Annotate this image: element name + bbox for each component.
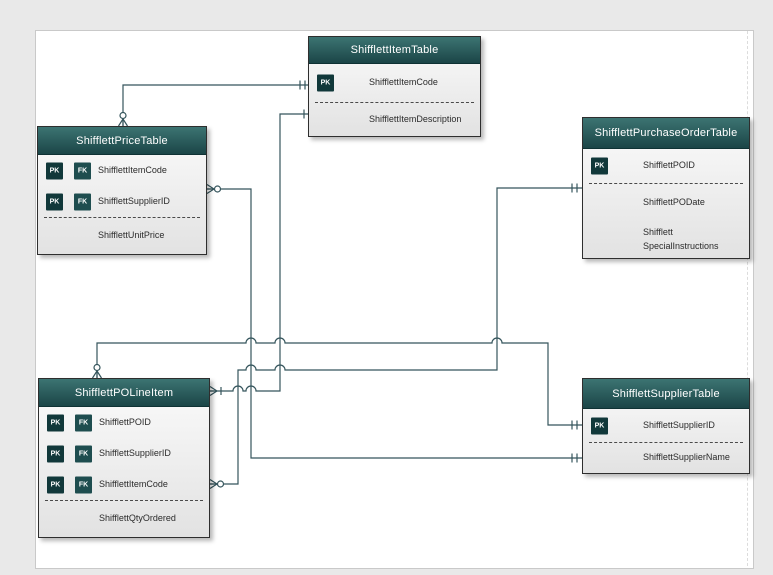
field-label: ShifflettSupplierID (98, 195, 170, 206)
field-label: ShifflettPOID (643, 160, 695, 171)
field-row[interactable]: PK FK ShifflettPOID (39, 407, 209, 438)
field-row[interactable]: ShifflettPODate (583, 184, 749, 221)
relationship-connector-item-polineitem[interactable] (209, 109, 310, 397)
field-row[interactable]: PK FK ShifflettItemCode (38, 155, 206, 186)
pk-badge: PK (46, 193, 63, 210)
field-label: ShifflettItemCode (98, 164, 167, 175)
field-label: ShifflettSupplierID (99, 447, 171, 458)
field-label: ShifflettSupplierID (643, 419, 715, 430)
table-header[interactable]: ShifflettItemTable (309, 37, 480, 64)
table-title: ShifflettPurchaseOrderTable (594, 127, 738, 139)
fk-badge: FK (74, 193, 91, 210)
fk-badge: FK (75, 445, 92, 462)
field-row[interactable]: PK FK ShifflettSupplierID (38, 186, 206, 217)
field-row[interactable]: PK ShifflettSupplierID (583, 409, 749, 442)
table-title: ShifflettPriceTable (76, 134, 168, 147)
entity-table-price[interactable]: ShifflettPriceTable PK FK ShifflettItemCod… (37, 126, 207, 255)
key-separator (44, 217, 200, 218)
field-row[interactable]: ShifflettSupplierName (583, 443, 749, 473)
entity-table-po-line-item[interactable]: ShifflettPOLineItem PK FK ShifflettPOID PK F… (38, 378, 210, 538)
field-label: ShifflettItemDescription (369, 113, 462, 124)
relationship-connector-supplier-price[interactable] (206, 183, 582, 463)
field-label: ShifflettPOID (99, 416, 151, 427)
table-header[interactable]: ShifflettSupplierTable (583, 379, 749, 409)
pk-badge: PK (591, 157, 608, 175)
field-label: ShifflettQtyOrdered (99, 513, 176, 524)
table-fields: PK ShifflettSupplierID ShifflettSupplierNa… (583, 409, 749, 473)
field-row[interactable]: Shifflett SpecialInstructions (583, 221, 749, 258)
pk-badge: PK (46, 162, 63, 179)
pk-badge: PK (47, 445, 64, 462)
key-separator (45, 500, 203, 501)
table-header[interactable]: ShifflettPurchaseOrderTable (583, 118, 749, 149)
field-row[interactable]: PK FK ShifflettSupplierID (39, 438, 209, 469)
table-title: ShifflettItemTable (350, 44, 439, 56)
pk-badge: PK (591, 417, 608, 434)
field-row[interactable]: PK FK ShifflettItemCode (39, 469, 209, 500)
key-separator (589, 183, 743, 184)
fk-badge: FK (75, 476, 92, 493)
pk-badge: PK (47, 476, 64, 493)
key-separator (315, 102, 474, 103)
entity-table-supplier[interactable]: ShifflettSupplierTable PK ShifflettSuppli… (582, 378, 750, 474)
field-row[interactable]: PK ShifflettItemCode (309, 64, 480, 102)
field-row[interactable]: ShifflettQtyOrdered (39, 501, 209, 537)
table-fields: PK FK ShifflettPOID PK FK ShifflettSupplierID… (39, 407, 209, 537)
relationship-connector-po-polineitem[interactable] (209, 183, 582, 490)
pk-badge: PK (317, 74, 334, 92)
page-break-guide (747, 31, 748, 566)
field-label: ShifflettUnitPrice (98, 230, 165, 241)
relationship-connector-item-price[interactable] (117, 80, 311, 127)
table-header[interactable]: ShifflettPriceTable (38, 127, 206, 155)
key-separator (589, 442, 743, 443)
table-title: ShifflettSupplierTable (612, 387, 720, 400)
entity-table-purchase-order[interactable]: ShifflettPurchaseOrderTable PK ShifflettP… (582, 117, 750, 259)
fk-badge: FK (75, 414, 92, 431)
table-title: ShifflettPOLineItem (74, 386, 174, 399)
pk-badge: PK (47, 414, 64, 431)
field-label: ShifflettItemCode (369, 77, 438, 88)
table-header[interactable]: ShifflettPOLineItem (39, 379, 209, 407)
field-row[interactable]: PK ShifflettPOID (583, 149, 749, 183)
field-label: ShifflettPODate (643, 196, 705, 207)
relationship-connector-supplier-polineitem[interactable] (91, 337, 583, 430)
field-row[interactable]: ShifflettItemDescription (309, 103, 480, 136)
field-label: ShifflettItemCode (99, 478, 168, 489)
field-label: Shifflett SpecialInstructions (643, 227, 719, 251)
field-label: ShifflettSupplierName (643, 452, 730, 463)
fk-badge: FK (74, 162, 91, 179)
field-row[interactable]: ShifflettUnitPrice (38, 218, 206, 254)
